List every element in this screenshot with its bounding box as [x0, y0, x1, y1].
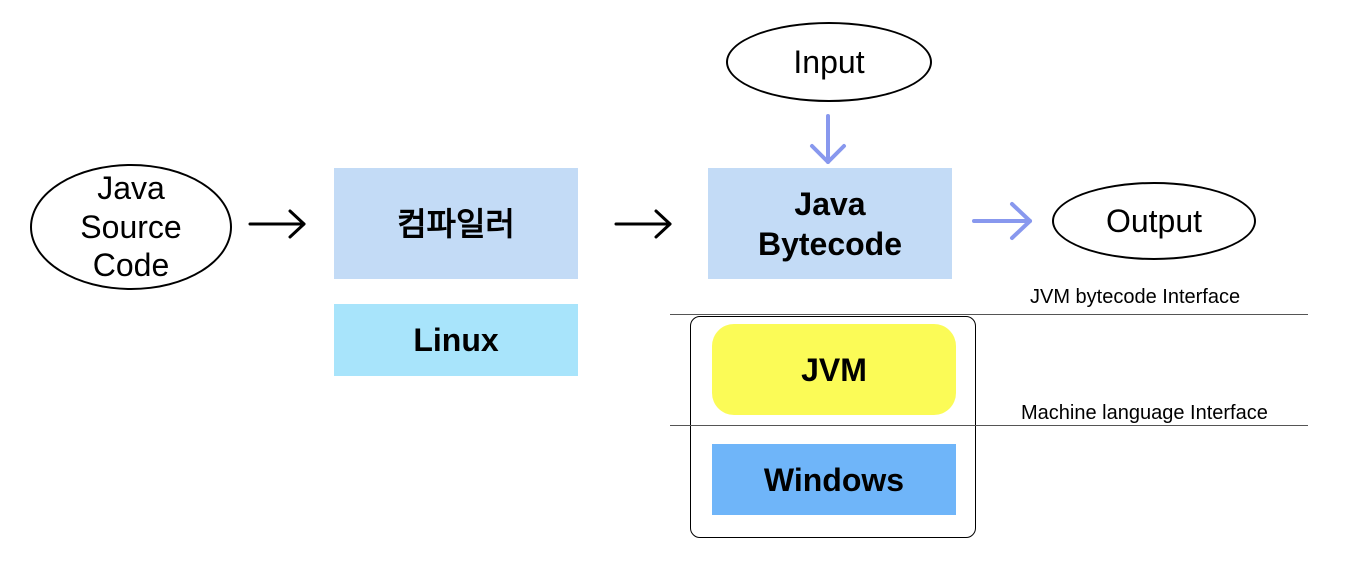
windows-box: Windows	[712, 444, 956, 515]
linux-box: Linux	[334, 304, 578, 376]
java-source-code-label: Java Source Code	[80, 170, 182, 284]
runtime-container	[690, 316, 976, 538]
compiler-label: 컴파일러	[397, 205, 515, 242]
jvm-bytecode-interface-line	[670, 314, 1308, 315]
arrow-input-to-bytecode	[810, 114, 846, 164]
jvm-box: JVM	[712, 324, 956, 415]
machine-language-interface-caption: Machine language Interface	[1021, 402, 1268, 424]
input-node: Input	[726, 22, 932, 102]
compiler-box: 컴파일러	[334, 168, 578, 279]
linux-label: Linux	[413, 322, 499, 358]
jvm-bytecode-interface-caption: JVM bytecode Interface	[1030, 286, 1241, 308]
output-node: Output	[1052, 182, 1256, 260]
input-label: Input	[793, 43, 865, 80]
java-bytecode-label: Java Bytecode	[757, 185, 903, 262]
output-label: Output	[1105, 202, 1203, 239]
arrow-source-to-compiler	[248, 209, 306, 239]
java-source-code-node: Java Source Code	[30, 164, 232, 290]
arrow-bytecode-to-output	[972, 202, 1032, 240]
java-bytecode-box: Java Bytecode	[708, 168, 952, 279]
arrow-compiler-to-bytecode	[614, 209, 672, 239]
jvm-label: JVM	[801, 351, 867, 388]
windows-label: Windows	[763, 461, 905, 498]
machine-language-interface-line	[670, 425, 1308, 426]
